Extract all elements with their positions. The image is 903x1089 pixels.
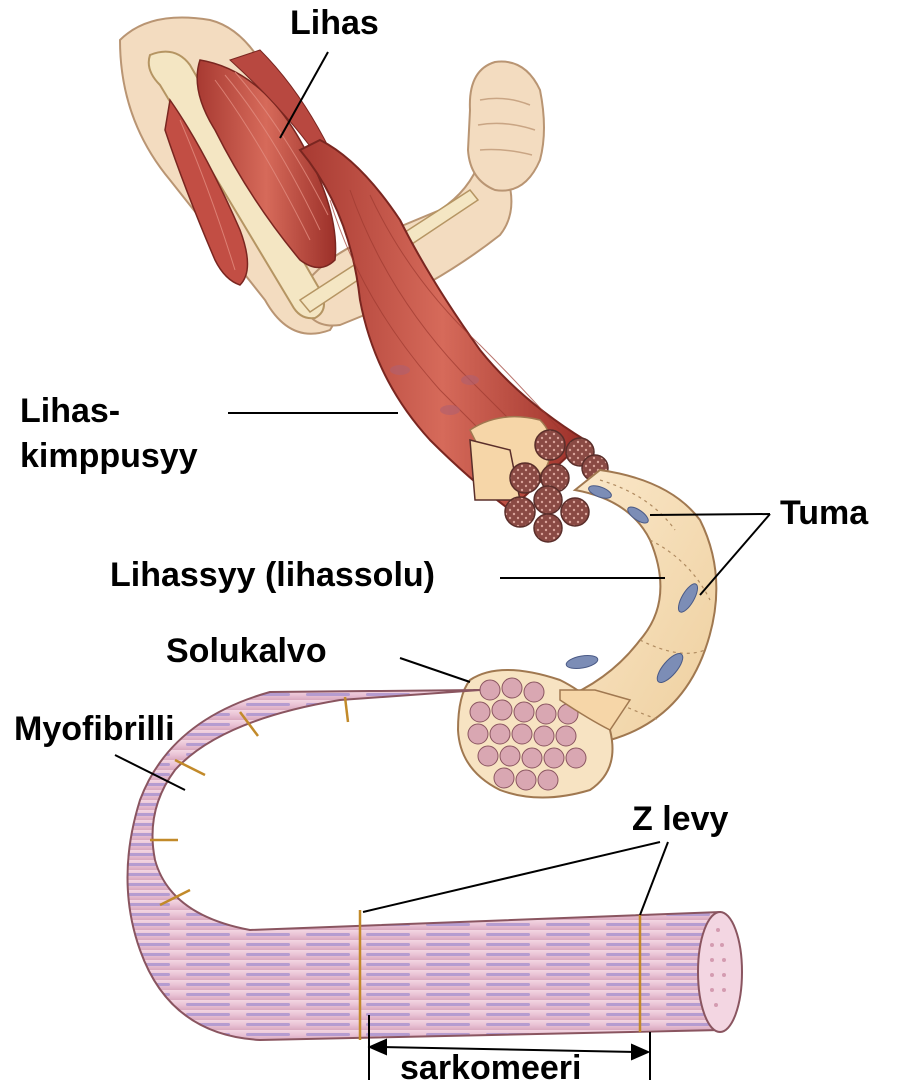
label-lihaskimppusyy-line1: Lihas- xyxy=(20,392,120,431)
leader-z-levy-1 xyxy=(363,842,660,912)
label-lihaskimppusyy-line2: kimppusyy xyxy=(20,437,198,476)
fist xyxy=(468,62,544,191)
label-solukalvo: Solukalvo xyxy=(166,632,327,671)
leader-tuma-1 xyxy=(650,514,770,515)
label-lihas: Lihas xyxy=(290,4,379,43)
myofibril-tube xyxy=(128,690,743,1040)
leader-z-levy-2 xyxy=(640,842,668,915)
label-tuma: Tuma xyxy=(780,494,868,533)
label-z-levy: Z levy xyxy=(632,800,728,839)
label-lihassyy: Lihassyy (lihassolu) xyxy=(110,556,435,595)
label-sarkomeeri: sarkomeeri xyxy=(400,1049,581,1088)
label-myofibrilli: Myofibrilli xyxy=(14,710,175,749)
leader-solukalvo xyxy=(400,658,470,682)
